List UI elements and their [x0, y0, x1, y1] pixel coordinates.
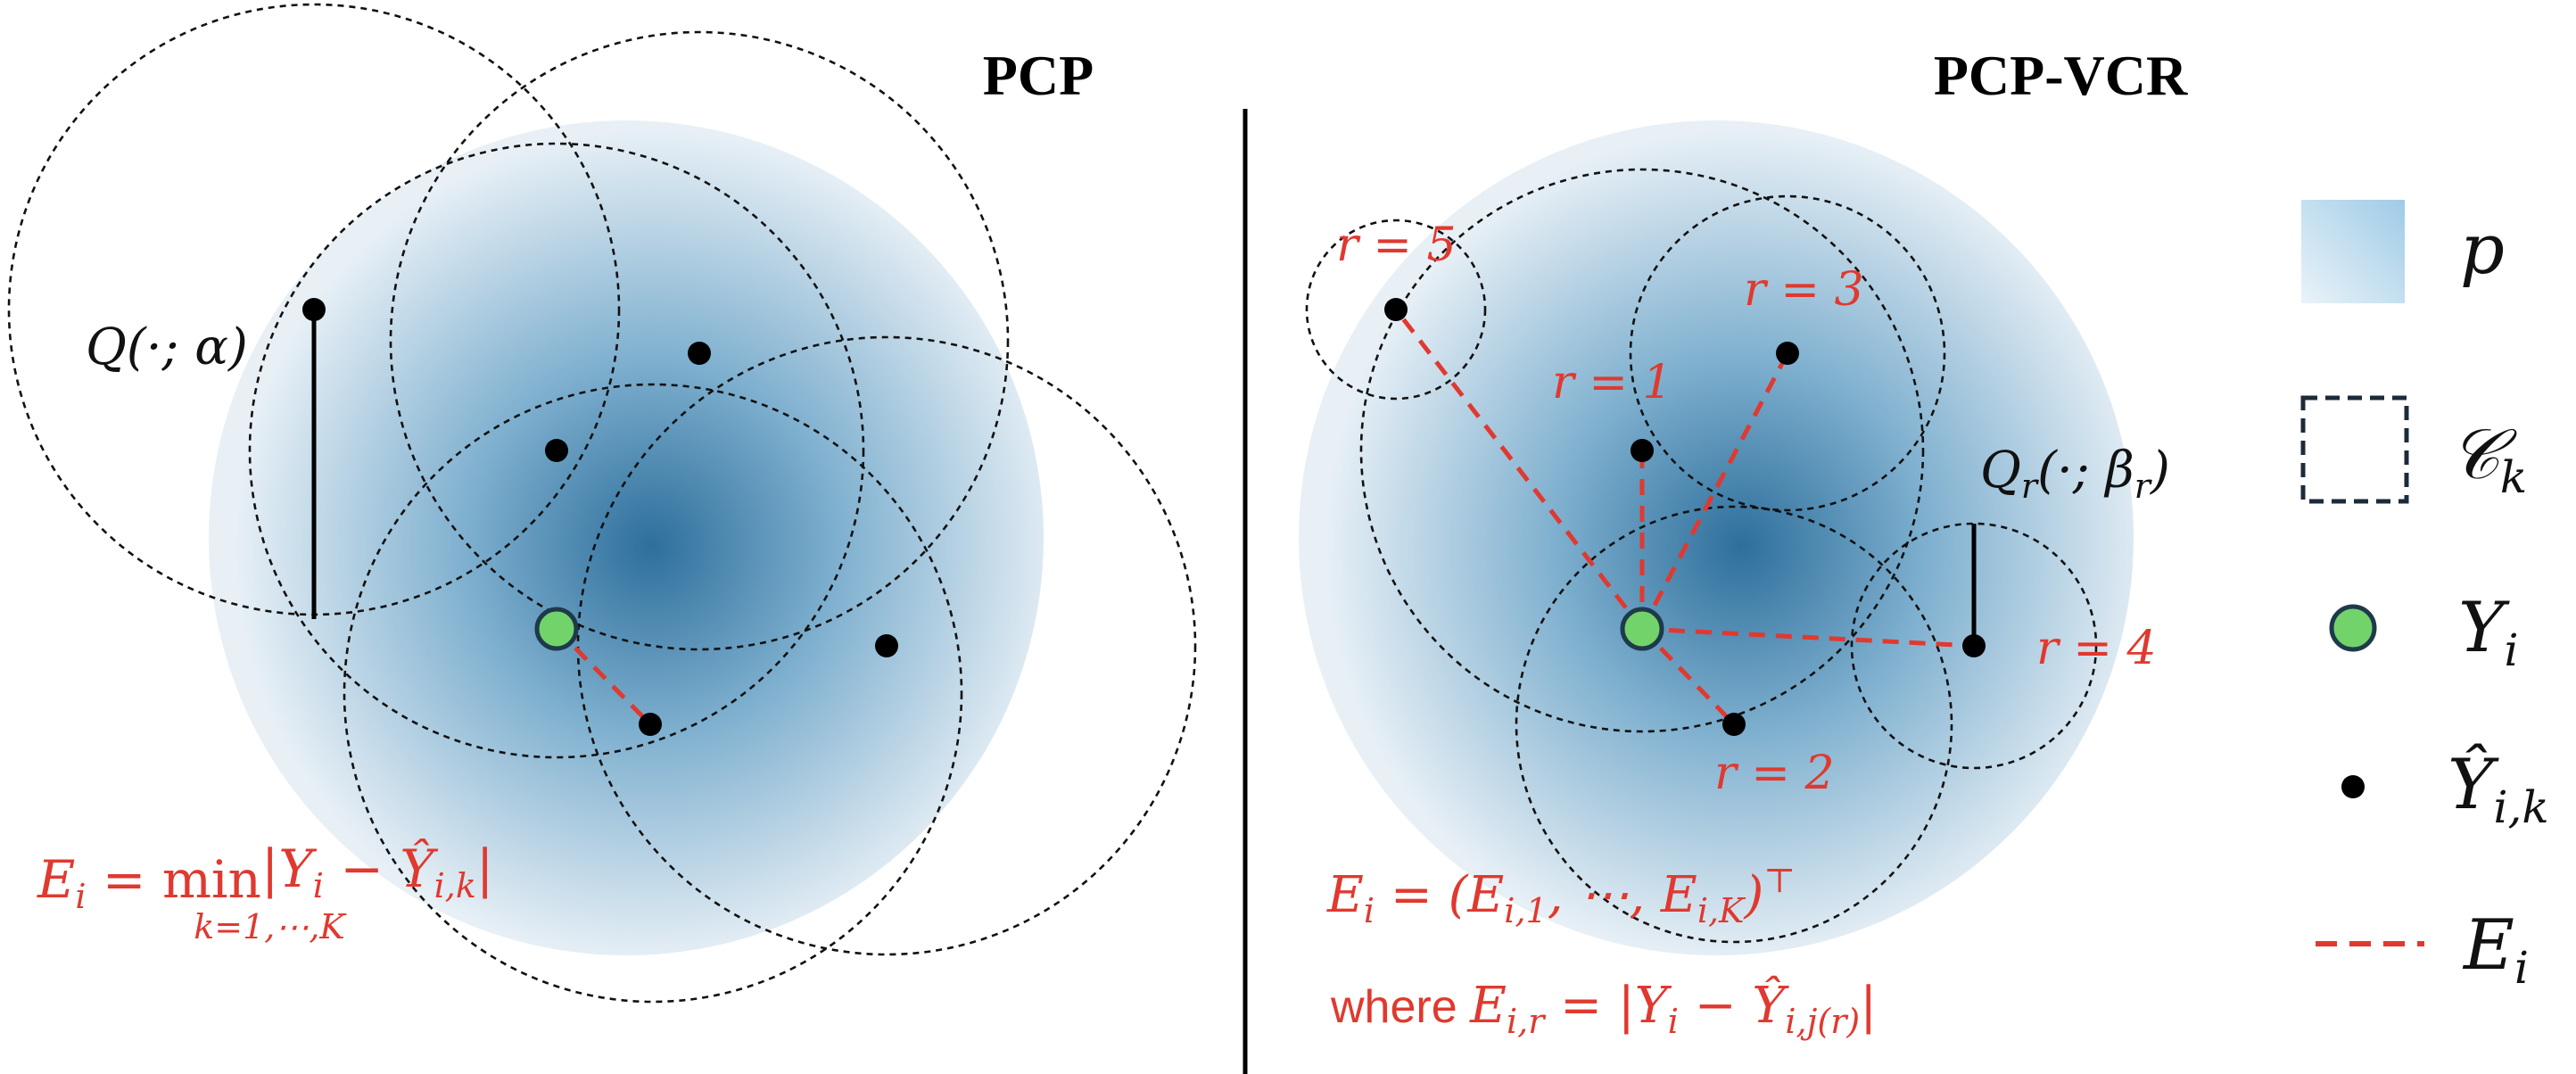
pcp-error-line: [555, 627, 652, 726]
vcr-error-line: [1640, 627, 1736, 726]
pcp-prediction-point: [545, 439, 568, 462]
vcr-true-point: [1620, 607, 1664, 651]
vcr-score-formula: Ei = (Ei,1, ⋯, Ei,K)⊤: [1326, 861, 1796, 930]
rank-label-5: r = 5: [1336, 219, 1457, 272]
vcr-error-lines: [1394, 308, 1975, 726]
vcr-region-circle-r4: [1850, 522, 2098, 770]
pcp-title: PCP: [983, 44, 1094, 107]
pcp-min-subscript: k=1,⋯,K: [194, 907, 347, 946]
vcr-region-circles: [1305, 168, 2098, 944]
legend-region-swatch: [2300, 395, 2409, 504]
vcr-region-circle-r5: [1305, 219, 1487, 401]
rank-label-3: r = 3: [1744, 263, 1864, 317]
pcp-region-circle: [248, 142, 865, 759]
pcp-panel: PCP Q(·; α) Ei = mini|Yi − Ŷi,k| k=1,⋯,K: [7, 3, 1197, 1004]
vcr-error-line: [1394, 308, 1644, 631]
vcr-region-circle-r3: [1629, 194, 1946, 512]
pcp-prediction-point: [639, 713, 662, 736]
legend-density-swatch: [2301, 200, 2405, 303]
pcp-density: [209, 120, 1044, 955]
pcp-quantile-label: Q(·; α): [86, 318, 248, 376]
rank-label-2: r = 2: [1714, 747, 1835, 800]
vcr-error-line: [1641, 626, 1975, 649]
vcr-rank-score-formula: where Ei,r = |Yi − Ŷi,j(r)|: [1330, 975, 1877, 1041]
legend-true-label: Yi: [2458, 588, 2519, 676]
legend-region-label: 𝒞k: [2449, 415, 2527, 503]
vcr-prediction-point: [1631, 439, 1654, 462]
pcp-prediction-point: [875, 634, 898, 657]
pcp-vcr-panel: PCP-VCR r = 5 r = 1 r = 3 r = 4 r = 2 Qr…: [1299, 44, 2188, 1041]
pcp-region-circle: [389, 30, 1010, 651]
vcr-prediction-point: [1722, 713, 1746, 736]
rank-label-4: r = 4: [2036, 622, 2157, 675]
pcp-region-circle: [576, 335, 1197, 956]
legend-pred-label: Ŷi,k: [2448, 742, 2549, 833]
vcr-rank-labels: r = 5 r = 1 r = 3 r = 4 r = 2: [1336, 219, 2157, 800]
vcr-density: [1299, 120, 2134, 955]
legend-pred-swatch: [2341, 775, 2365, 798]
vcr-quantile-label: Qr(·; βr): [1980, 442, 2170, 506]
pcp-prediction-point: [688, 342, 711, 365]
legend-true-swatch: [2329, 604, 2377, 652]
vcr-prediction-point: [1384, 298, 1408, 321]
pcp-score-formula: Ei = mini|Yi − Ŷi,k|: [37, 839, 493, 916]
vcr-title: PCP-VCR: [1934, 44, 2188, 107]
vcr-prediction-point: [1776, 342, 1799, 365]
pcp-predictions: [302, 298, 898, 736]
legend-score-label: Ei: [2462, 905, 2529, 994]
vcr-region-circle-r2: [1515, 505, 1953, 944]
pcp-region-circle: [343, 383, 963, 1004]
rank-label-1: r = 1: [1552, 356, 1672, 409]
pcp-true-point: [534, 607, 579, 651]
vcr-region-circle-r1: [1359, 168, 1925, 733]
legend-density-label: p: [2460, 210, 2505, 290]
vcr-prediction-point: [1962, 634, 1986, 657]
vcr-predictions: [1384, 298, 1986, 736]
legend: p 𝒞k Yi Ŷi,k Ei: [2300, 200, 2549, 994]
pcp-prediction-point: [302, 298, 326, 321]
